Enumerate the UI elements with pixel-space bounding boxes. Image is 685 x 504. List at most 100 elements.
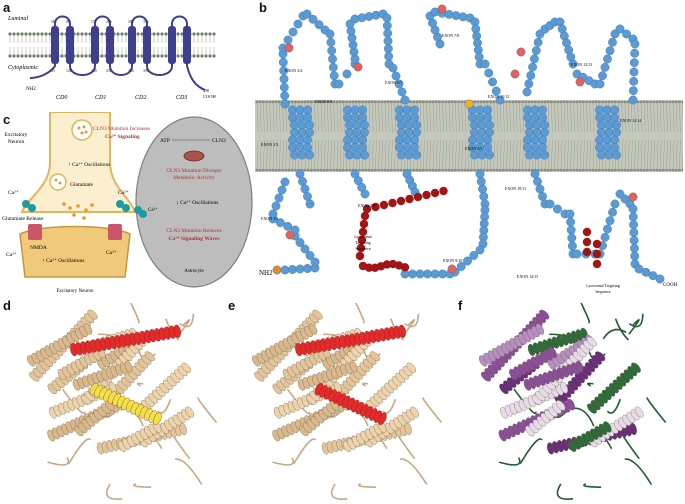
residue [523, 136, 531, 144]
residue [610, 136, 618, 144]
residue [383, 14, 391, 22]
residue [275, 194, 283, 202]
residue [630, 244, 638, 252]
residue [280, 75, 288, 83]
bottom-number: 235 [106, 69, 112, 73]
residue [540, 121, 548, 129]
residue [597, 128, 605, 136]
bottom-number: 33 [51, 69, 55, 73]
residue [603, 136, 611, 144]
residue [326, 30, 334, 38]
coil-segment [294, 439, 316, 464]
residue [597, 151, 605, 159]
residue [612, 128, 620, 136]
residue [531, 143, 539, 151]
residue [343, 113, 351, 121]
tm-helix-5 [128, 26, 136, 64]
coil-segment [158, 399, 171, 413]
residue [351, 113, 359, 121]
nh2-label: NH2 [26, 87, 36, 92]
residue [631, 252, 639, 260]
panel-b-residue-topology: EXON 1/2 EXON 2/3 EXON 3/4 EXON 4/5 EXON… [255, 4, 683, 294]
residue [290, 128, 298, 136]
domain-cd2: CD2 [135, 95, 146, 101]
residue [630, 228, 638, 236]
coil-segment [623, 434, 640, 459]
tm-helix-1 [51, 26, 59, 64]
residue [303, 264, 311, 272]
residue [410, 106, 418, 114]
residue [353, 151, 361, 159]
coil-segment [356, 303, 364, 323]
tm-helix-4 [106, 26, 114, 64]
residue [605, 121, 613, 129]
residue [298, 128, 306, 136]
residue [538, 113, 546, 121]
coil-segment [134, 484, 151, 487]
residue [392, 72, 400, 80]
residue [530, 55, 538, 63]
coil-segment [588, 383, 594, 386]
residue [296, 136, 304, 144]
cln3-label: CLN3 [212, 138, 226, 144]
residue [573, 250, 581, 258]
residue [597, 121, 605, 129]
top-number: 177 [91, 20, 97, 24]
residue [595, 143, 603, 151]
nh2-label-b: NH2 [259, 269, 273, 277]
residue [485, 69, 493, 77]
residue [481, 60, 489, 68]
residue [611, 200, 619, 208]
residue [485, 151, 493, 159]
coil-segment [581, 303, 589, 323]
exon-label-6-7: EXON 6/7 [385, 80, 402, 85]
coil-segment [138, 383, 144, 386]
residue [288, 265, 296, 273]
coil-segment [198, 397, 217, 422]
residue [335, 80, 343, 88]
residue [531, 106, 539, 114]
residue [288, 136, 296, 144]
coil-segment [173, 434, 190, 459]
residue [598, 71, 606, 79]
residue [397, 151, 405, 159]
top-number: 302 [128, 20, 134, 24]
residue [298, 121, 306, 129]
residue [630, 58, 638, 66]
residue [567, 226, 575, 234]
lts-label-1-line2: Targeting [355, 240, 370, 245]
residue [483, 136, 491, 144]
residue [610, 106, 618, 114]
special-residue [465, 100, 473, 108]
residue [629, 213, 637, 221]
residue [538, 192, 546, 200]
residue [536, 185, 544, 193]
panel-a-topology: Luminal Cytoplasmic 56991772053023723312… [0, 8, 230, 108]
residue [476, 106, 484, 114]
residue [303, 136, 311, 144]
residue [488, 78, 496, 86]
residue [303, 192, 311, 200]
residue [358, 106, 366, 114]
residue [483, 113, 491, 121]
coil-segment [273, 458, 294, 465]
reduces-text-1: CLN3 Mutation Reduces [166, 228, 221, 234]
residue [630, 49, 638, 57]
residue [389, 64, 397, 72]
coil-segment [131, 303, 139, 323]
lts-residue [388, 199, 396, 207]
residue [343, 106, 351, 114]
residue [298, 177, 306, 185]
coil-segment [359, 484, 376, 487]
lts-residue [380, 201, 388, 209]
residue [384, 44, 392, 52]
tm-helix-7 [168, 26, 176, 64]
residue [606, 216, 614, 224]
exon-label-4-5: EXON 4/5 [465, 146, 482, 151]
residue [533, 151, 541, 159]
atp-label: ATP [160, 138, 170, 144]
residue [351, 136, 359, 144]
residue [303, 106, 311, 114]
residue [603, 55, 611, 63]
residue [303, 113, 311, 121]
